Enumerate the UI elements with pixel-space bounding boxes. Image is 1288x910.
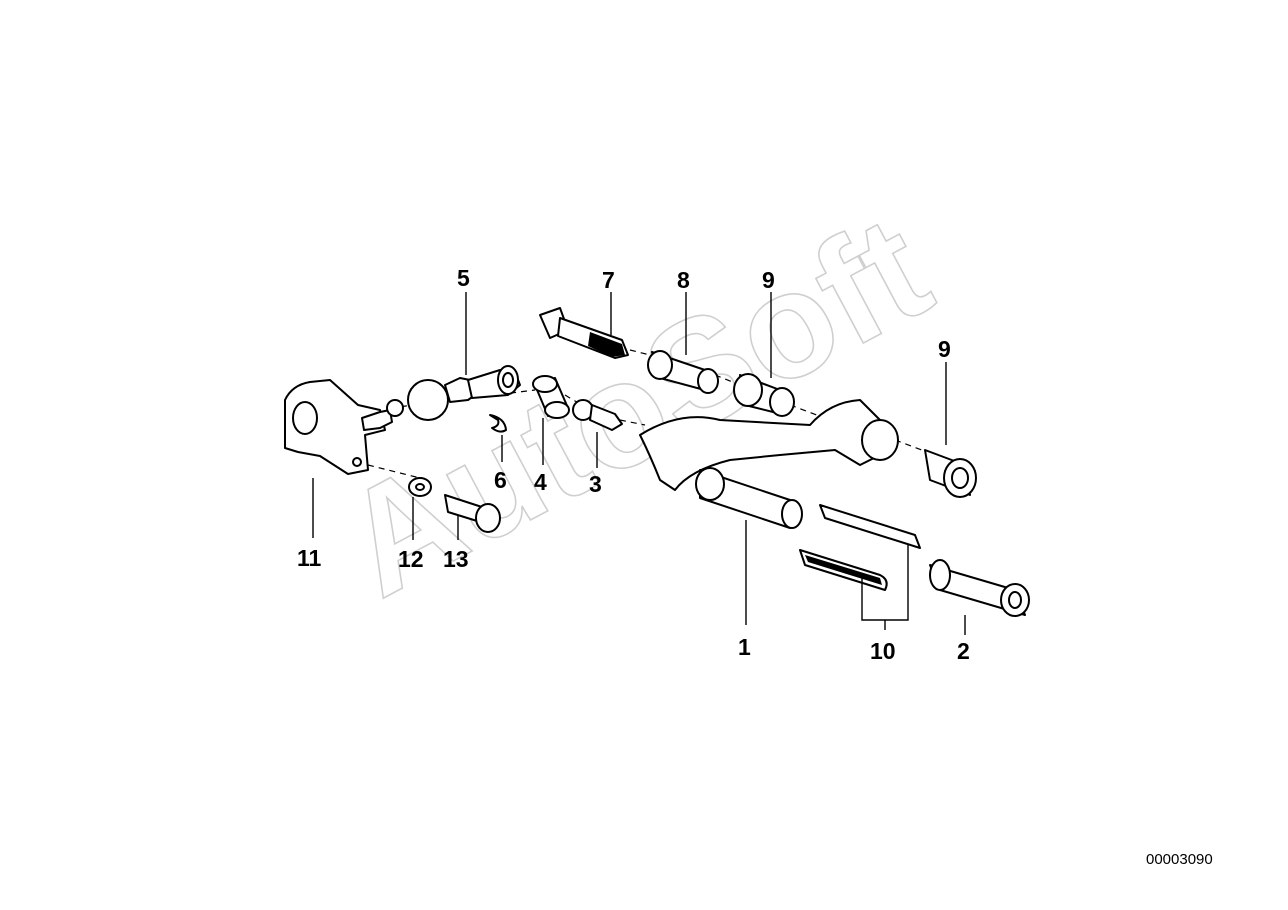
part-13-bolt [444, 494, 501, 533]
leader-lines [312, 292, 966, 635]
part-12-washer [408, 477, 432, 497]
callout-9b: 9 [938, 336, 951, 362]
part-10-half-shells [799, 504, 921, 591]
part-9-bushing-upper [733, 373, 795, 417]
part-9-bushing-lower [924, 449, 977, 498]
part-4-bushing [532, 375, 570, 419]
callout-labels: 1 2 3 4 5 6 7 8 9 9 10 11 12 13 [297, 265, 970, 664]
part-8-sleeve [647, 350, 719, 394]
callout-10: 10 [870, 638, 896, 664]
callout-9a: 9 [762, 267, 775, 293]
diagram-reference-number: 00003090 [1146, 851, 1213, 868]
callout-13: 13 [443, 546, 469, 572]
callout-7: 7 [602, 267, 615, 293]
part-6-clip [489, 414, 507, 433]
callout-6: 6 [494, 467, 507, 493]
callout-5: 5 [457, 265, 470, 291]
callout-11: 11 [297, 545, 322, 571]
callout-1: 1 [738, 634, 751, 660]
part-1-shift-lever [639, 399, 899, 529]
part-3-ball-stud [572, 399, 623, 431]
part-7-bolt [539, 307, 629, 359]
part-2-rubber-bushing [929, 559, 1030, 617]
callout-2: 2 [957, 638, 970, 664]
callout-3: 3 [589, 471, 602, 497]
callout-8: 8 [677, 267, 690, 293]
part-5-ball-joint [407, 365, 521, 421]
callout-12: 12 [398, 546, 424, 572]
part-11-bracket [284, 379, 404, 475]
callout-4: 4 [534, 469, 547, 495]
